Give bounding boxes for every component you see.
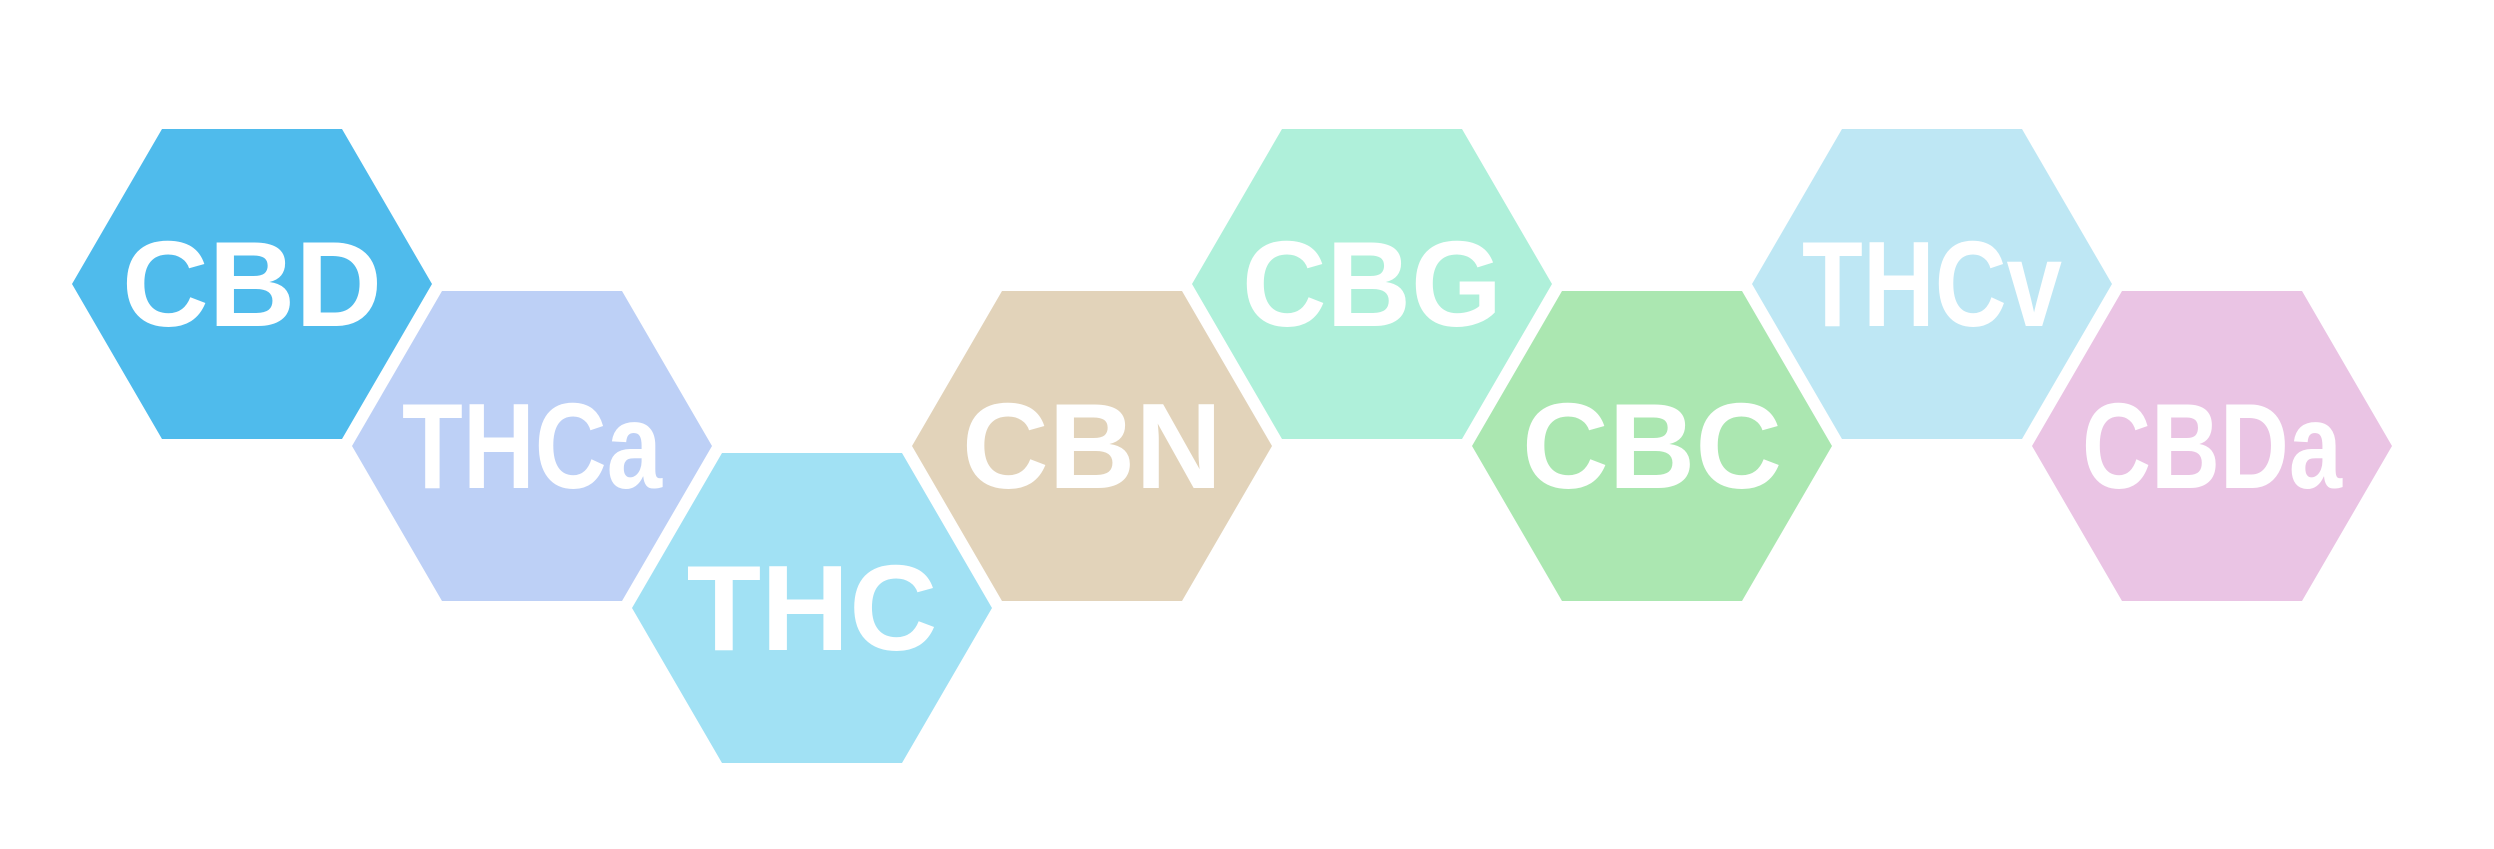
hexagon-shape — [1752, 129, 2112, 439]
hexagon-shape — [352, 291, 712, 601]
hexagon-cbd: CBD — [72, 129, 432, 439]
hexagon-label: CBG — [1242, 216, 1502, 352]
hexagon-label: CBC — [1522, 378, 1782, 514]
hexagon-cbda: CBDa — [2032, 291, 2392, 601]
hexagon-shape — [632, 453, 992, 763]
hexagon-label: CBD — [122, 216, 382, 352]
hexagon-label: THCa — [402, 378, 663, 514]
hexagon-cbg: CBG — [1192, 129, 1552, 439]
hexagon-shape — [1472, 291, 1832, 601]
hexagon-label: THC — [687, 540, 938, 676]
hexagon-thcv: THCv — [1752, 129, 2112, 439]
hexagon-shape — [2032, 291, 2392, 601]
hexagon-shape — [1192, 129, 1552, 439]
hexagon-label: THCv — [1802, 216, 2062, 352]
hexagon-shape — [72, 129, 432, 439]
hexagon-label: CBN — [962, 378, 1222, 514]
hexagon-thca: THCa — [352, 291, 712, 601]
hexagon-cbn: CBN — [912, 291, 1272, 601]
hexagon-thc: THC — [632, 453, 992, 763]
hexagon-cbc: CBC — [1472, 291, 1832, 601]
hexagon-label: CBDa — [2082, 378, 2343, 514]
hexagon-shape — [912, 291, 1272, 601]
